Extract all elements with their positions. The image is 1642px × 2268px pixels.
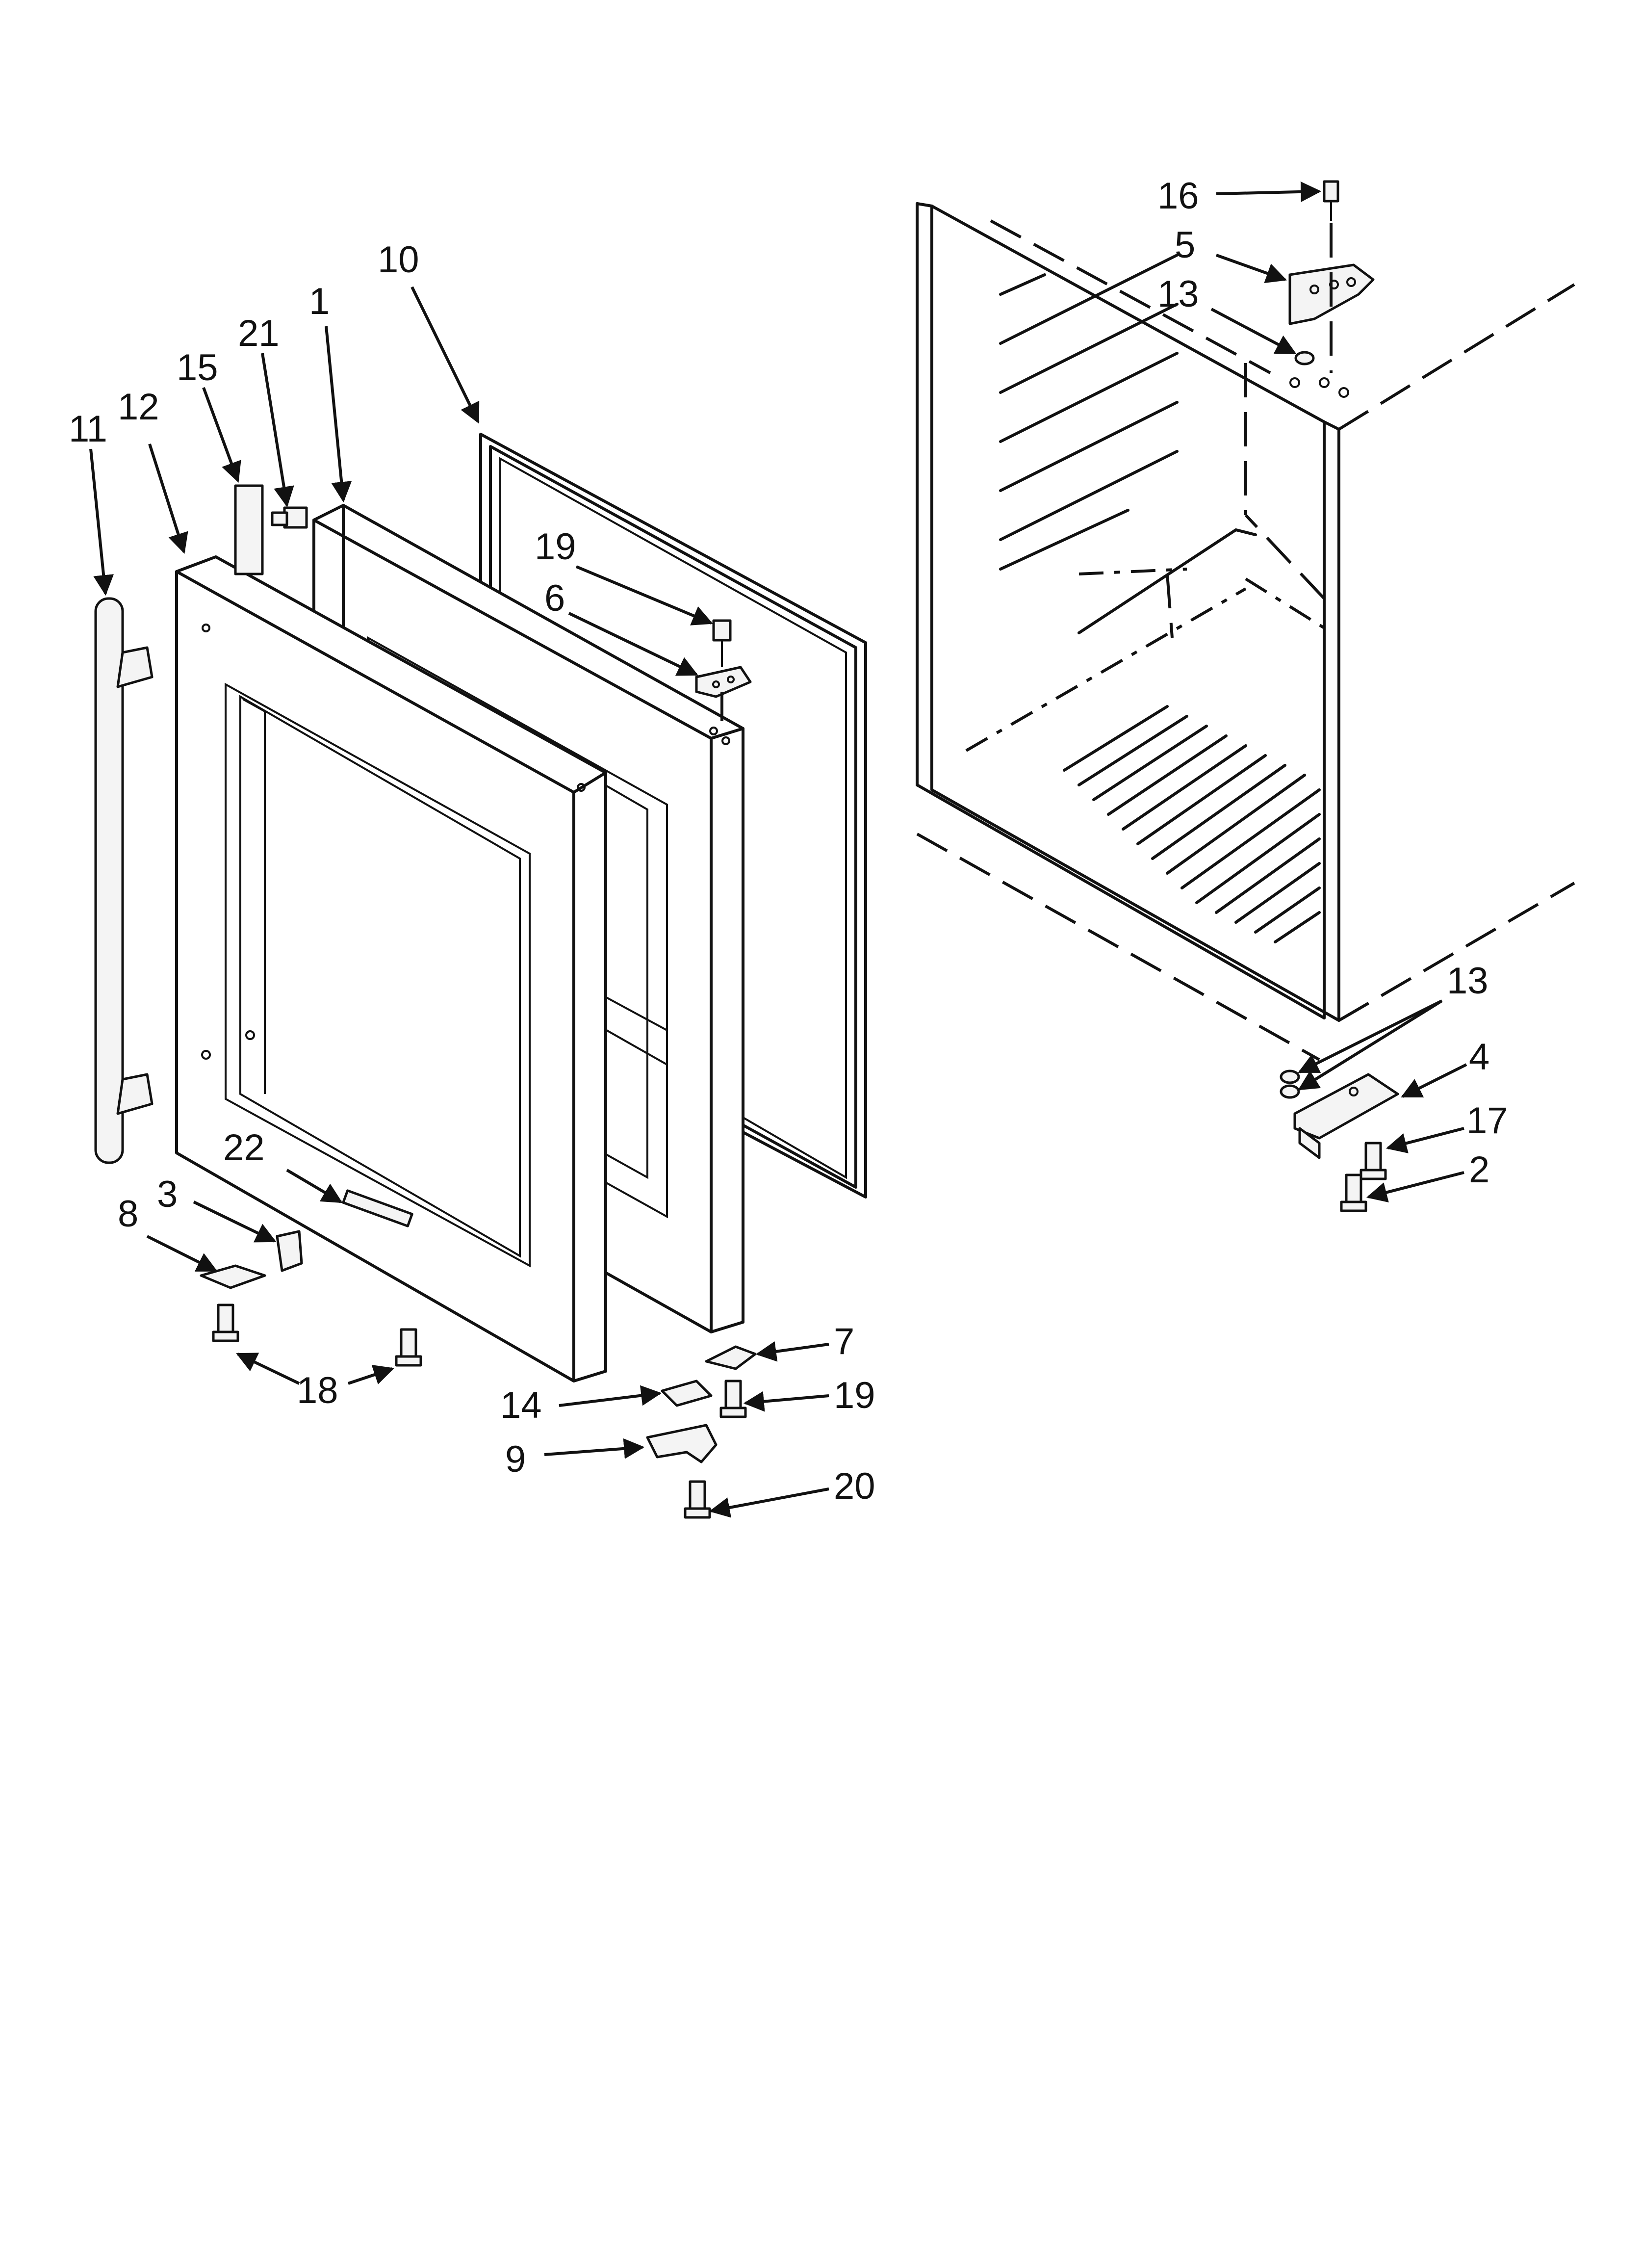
callout-5: 5 — [1175, 224, 1195, 266]
bracket-part-15 — [234, 484, 264, 575]
floor-grid — [1063, 705, 1321, 943]
callout-18: 18 — [297, 1370, 338, 1411]
bottom-hinge-part-4 — [1293, 1073, 1399, 1159]
callout-12: 12 — [118, 386, 159, 428]
callout-2: 2 — [1469, 1149, 1489, 1191]
screw-part-21 — [271, 506, 308, 529]
screw-part-18 — [395, 1328, 422, 1367]
callout-16: 16 — [1157, 175, 1199, 217]
plate-part-14 — [661, 1380, 713, 1407]
callout-19-top: 19 — [535, 526, 576, 568]
callout-11: 11 — [69, 408, 107, 450]
clip-part-3 — [276, 1230, 303, 1272]
callout-14: 14 — [500, 1384, 542, 1426]
callout-9: 9 — [505, 1438, 526, 1480]
callout-13-bottom: 13 — [1447, 960, 1488, 1002]
callout-21: 21 — [238, 313, 280, 354]
callout-8: 8 — [118, 1193, 138, 1235]
callout-labels: 16 5 13 10 1 21 15 12 11 19 6 13 4 17 2 … — [69, 175, 1508, 1507]
callout-10: 10 — [378, 239, 419, 281]
screw-part-19-top — [712, 619, 732, 721]
callout-17: 17 — [1466, 1100, 1508, 1142]
callout-6: 6 — [544, 577, 565, 619]
screw-part-20 — [684, 1480, 711, 1519]
screw-part-8 — [212, 1303, 239, 1342]
callout-15: 15 — [177, 347, 218, 389]
screw-part-16 — [1323, 180, 1339, 373]
callout-20: 20 — [834, 1465, 875, 1507]
callout-22: 22 — [223, 1127, 265, 1169]
callout-arrows — [89, 181, 1467, 1518]
washer-part-13-top — [1294, 351, 1315, 365]
screw-part-19-bottom — [719, 1380, 747, 1418]
callout-1: 1 — [309, 281, 330, 322]
hinge-part-7 — [705, 1345, 757, 1370]
hinge-part-6 — [695, 666, 752, 698]
screw-part-17 — [1360, 1142, 1387, 1180]
outer-door-part-12 — [175, 555, 607, 1382]
cabinet-body — [916, 202, 1575, 1061]
callout-13-top: 13 — [1157, 273, 1199, 315]
handle-part-11 — [94, 597, 154, 1164]
callout-19-bottom: 19 — [834, 1375, 875, 1416]
washer-part-13-a — [1280, 1069, 1300, 1084]
washer-part-13-b — [1280, 1084, 1300, 1099]
callout-7: 7 — [834, 1321, 854, 1362]
callout-3: 3 — [157, 1173, 178, 1215]
bracket-part-9 — [646, 1424, 718, 1463]
screw-part-2 — [1340, 1173, 1367, 1212]
callout-4: 4 — [1469, 1036, 1489, 1078]
badge-part-22 — [342, 1189, 413, 1227]
